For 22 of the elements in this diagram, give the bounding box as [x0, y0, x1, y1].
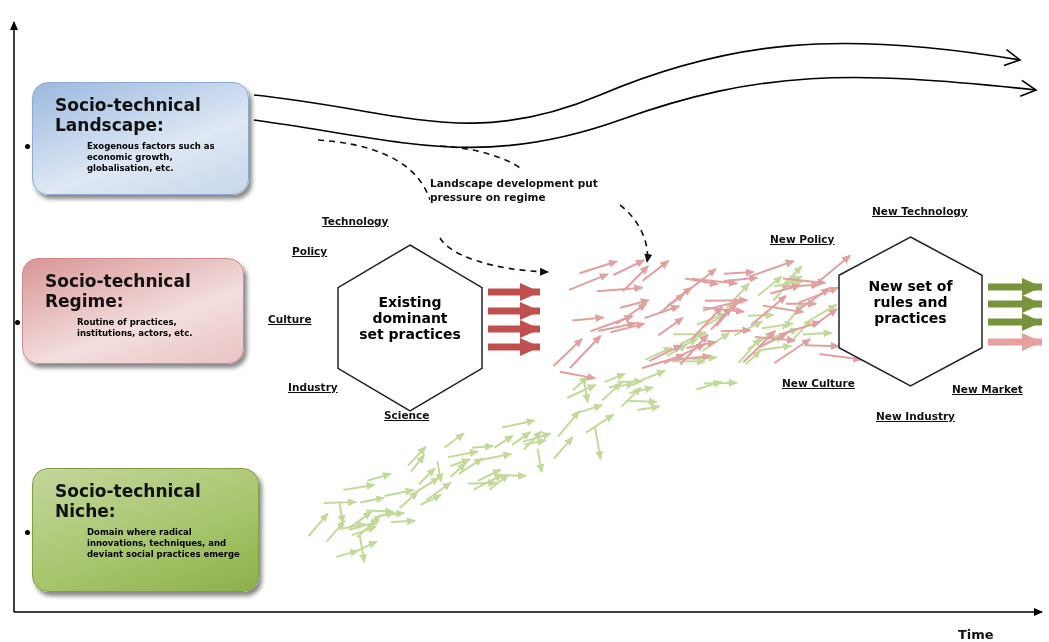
factor-label: Technology	[322, 215, 389, 227]
factor-label: New Technology	[872, 205, 968, 217]
hexagon-text: New set of rules and practices	[867, 277, 954, 326]
hexagon-text: Existing dominant set practices	[359, 294, 461, 342]
bullet-text: Routine of practices, institutions, actors, etc.	[77, 317, 194, 339]
factor-label: Science	[384, 409, 430, 421]
wave-arrow	[253, 42, 1021, 124]
factor-label: New Policy	[770, 233, 835, 245]
bullet-text: Exogenous factors such as economic growth, globalisation, etc.	[87, 141, 216, 174]
axis-label: Time	[958, 627, 994, 642]
level-heading: Socio-technical Niche:	[55, 481, 202, 521]
level-heading: Socio-technical Regime:	[45, 271, 192, 311]
bullet-text: Domain where radical innovations, techniques, and deviant social practices emerge	[87, 527, 241, 560]
factor-label: New Industry	[876, 410, 955, 422]
wave-arrow	[253, 76, 1037, 149]
hexagon-shape	[337, 244, 483, 412]
factor-label: Culture	[268, 313, 312, 325]
factor-label: Industry	[288, 381, 338, 393]
factor-label: Policy	[292, 245, 328, 257]
factor-label: New Market	[952, 383, 1023, 395]
level-heading: Socio-technical Landscape:	[55, 95, 202, 135]
factor-label: New Culture	[782, 377, 855, 389]
